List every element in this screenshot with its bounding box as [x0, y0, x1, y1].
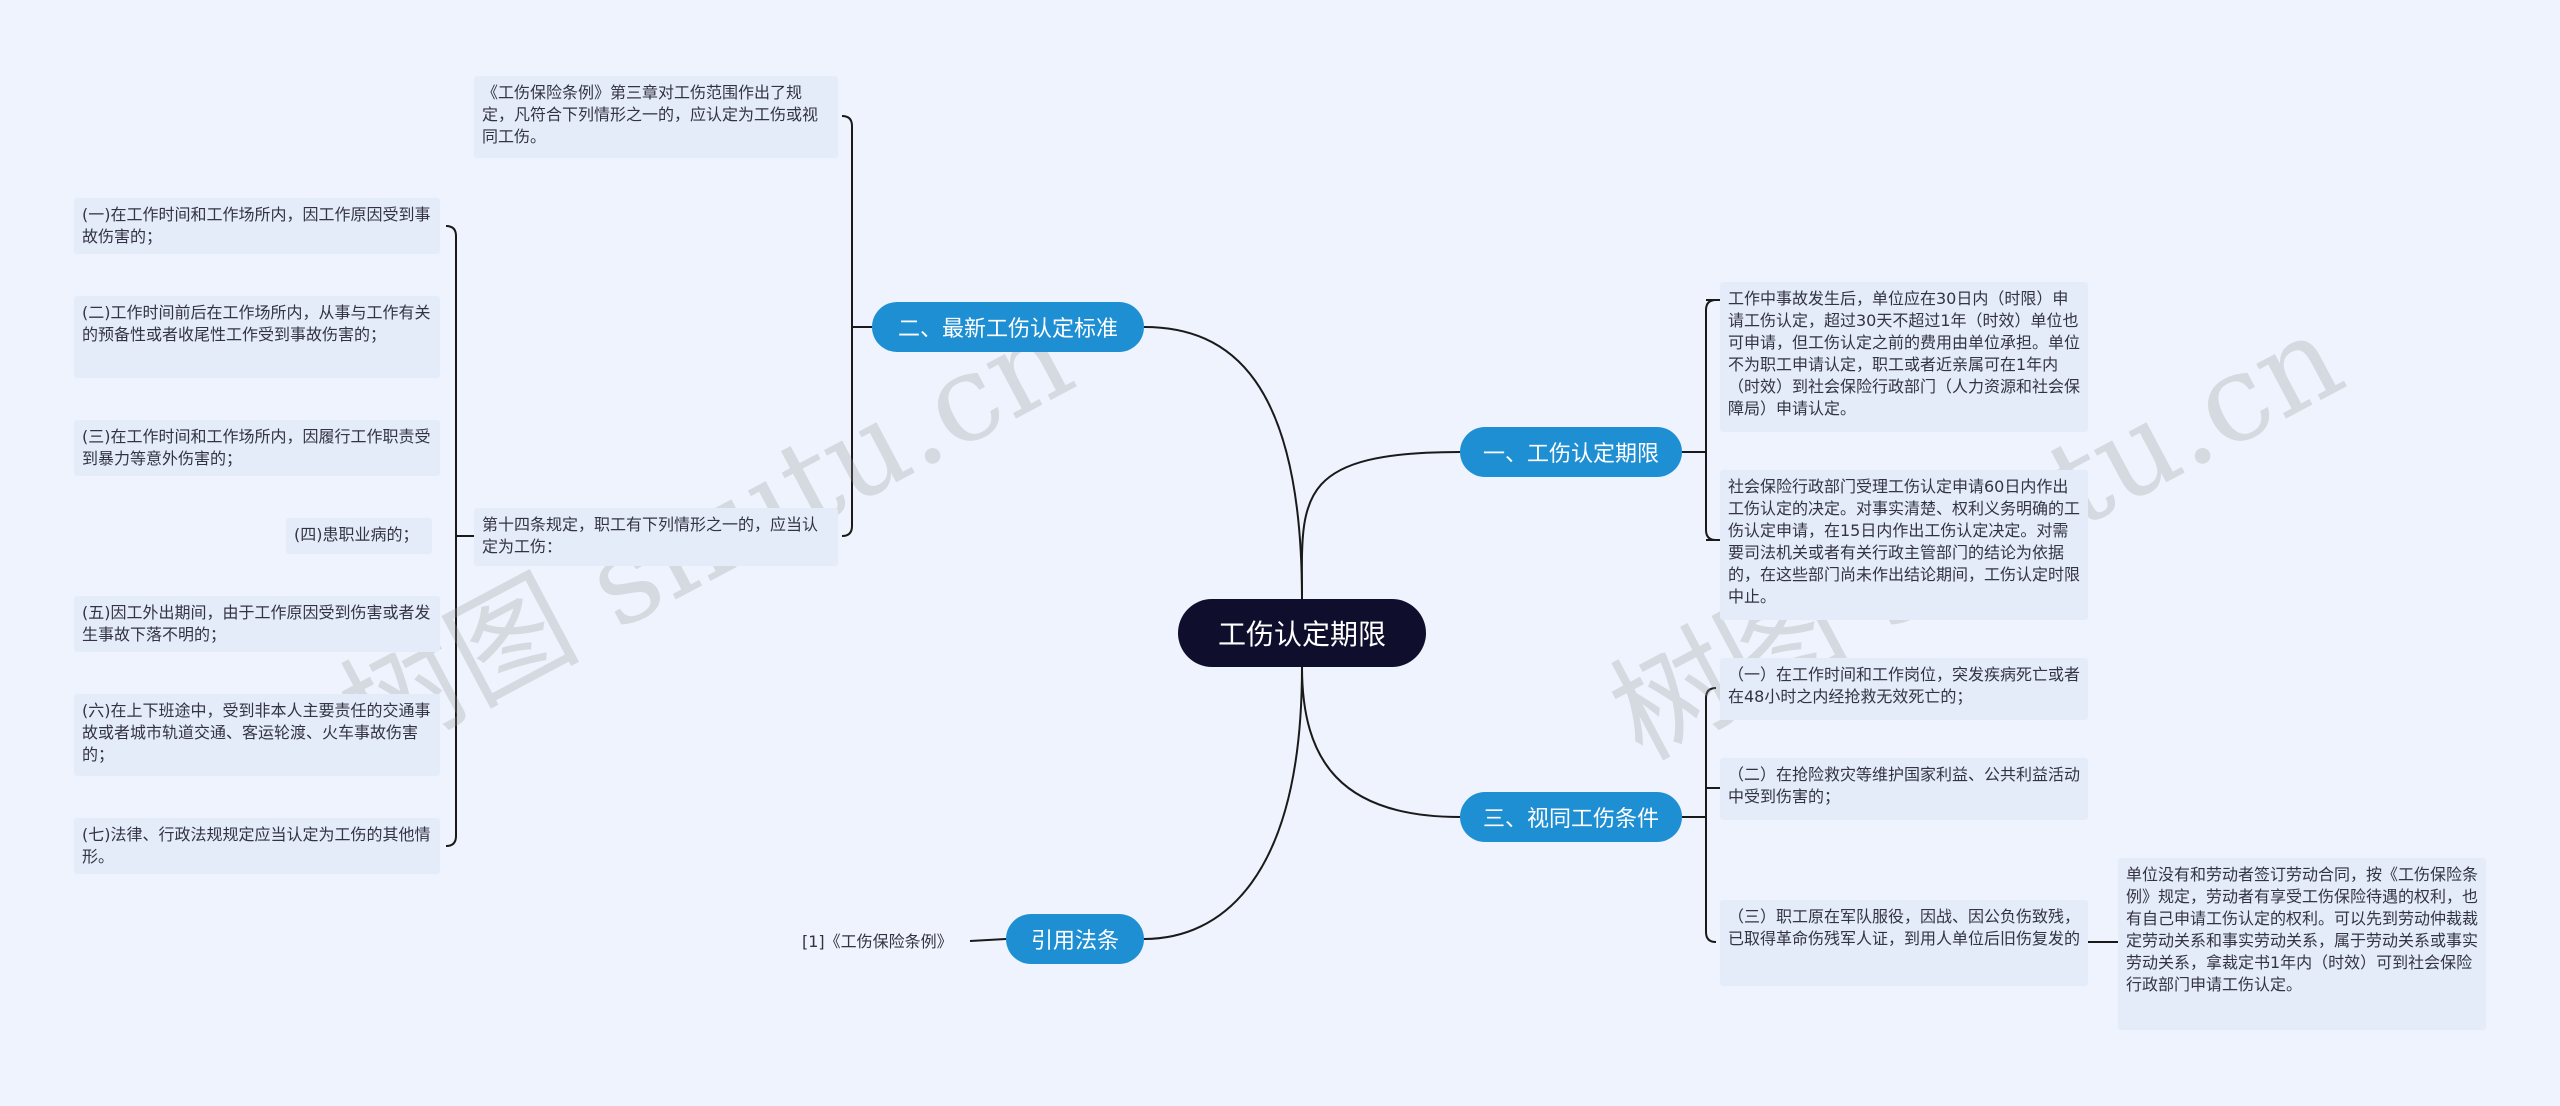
branch-cited-law[interactable]: 引用法条	[1006, 914, 1144, 964]
list-item: （三）职工原在军队服役，因战、因公负伤致残，已取得革命伤残军人证，到用人单位后旧…	[1720, 900, 2088, 986]
branch-latest-standards[interactable]: 二、最新工伤认定标准	[872, 302, 1144, 352]
list-item: 工作中事故发生后，单位应在30日内（时限）申请工伤认定，超过30天不超过1年（时…	[1720, 282, 2088, 432]
edge-root-b1	[1300, 451, 1461, 600]
root-node[interactable]: 工伤认定期限	[1178, 599, 1426, 667]
branch-work-injury-deadline[interactable]: 一、工伤认定期限	[1460, 427, 1682, 477]
list-item: [1]《工伤保险条例》	[802, 932, 953, 951]
list-item: 《工伤保险条例》第三章对工伤范围作出了规定，凡符合下列情形之一的，应认定为工伤或…	[474, 76, 838, 158]
list-item: 单位没有和劳动者签订劳动合同，按《工伤保险条例》规定，劳动者有享受工伤保险待遇的…	[2118, 858, 2486, 1030]
list-item: (二)工作时间前后在工作场所内，从事与工作有关的预备性或者收尾性工作受到事故伤害…	[74, 296, 440, 378]
list-item: （一）在工作时间和工作岗位，突发疾病死亡或者在48小时之内经抢救无效死亡的；	[1720, 658, 2088, 720]
edge-root-b2	[1143, 326, 1303, 600]
list-item: (三)在工作时间和工作场所内，因履行工作职责受到暴力等意外伤害的；	[74, 420, 440, 476]
edge-b4-0	[969, 938, 1007, 942]
bracket-art14	[445, 225, 457, 847]
list-item: (一)在工作时间和工作场所内，因工作原因受到事故伤害的；	[74, 198, 440, 254]
list-item: (六)在上下班途中，受到非本人主要责任的交通事故或者城市轨道交通、客运轮渡、火车…	[74, 694, 440, 776]
list-item: (五)因工外出期间，由于工作原因受到伤害或者发生事故下落不明的；	[74, 596, 440, 652]
edge-root-b4	[1143, 666, 1303, 940]
edge-root-b3	[1301, 666, 1461, 818]
bracket-b2	[841, 115, 853, 537]
list-item: (四)患职业病的；	[286, 518, 432, 554]
list-item: 社会保险行政部门受理工伤认定申请60日内作出工伤认定的决定。对事实清楚、权利义务…	[1720, 470, 2088, 620]
list-item: (七)法律、行政法规规定应当认定为工伤的其他情形。	[74, 818, 440, 874]
bracket-b1	[1705, 299, 1717, 541]
bracket-b3	[1705, 687, 1717, 943]
list-item: 第十四条规定，职工有下列情形之一的，应当认定为工伤：	[474, 508, 838, 566]
list-item: （二）在抢险救灾等维护国家利益、公共利益活动中受到伤害的；	[1720, 758, 2088, 820]
branch-deemed-conditions[interactable]: 三、视同工伤条件	[1460, 792, 1682, 842]
